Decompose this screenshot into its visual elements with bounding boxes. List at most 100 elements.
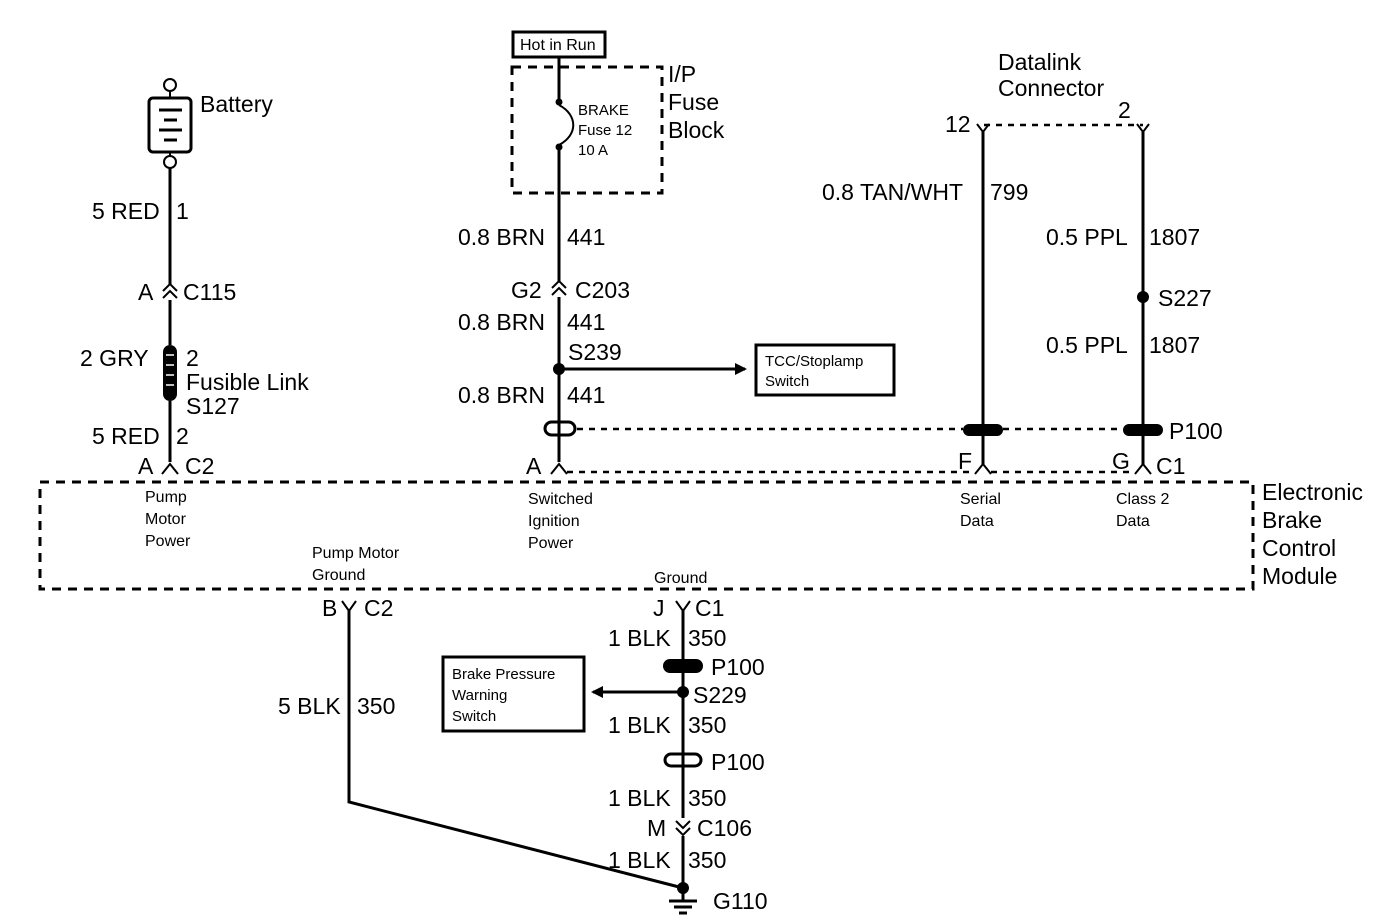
module-connector: C2 <box>185 453 214 479</box>
pin-description: Data <box>1116 513 1150 530</box>
circuit-number: 350 <box>688 712 726 738</box>
battery-label: Battery <box>200 91 273 117</box>
splice-id: S239 <box>568 339 622 365</box>
connector-pin: A <box>138 279 154 305</box>
connector-pin: G2 <box>511 277 542 303</box>
circuit-number: 2 <box>176 423 189 449</box>
datalink-terminal <box>976 123 990 134</box>
pressure-switch-label: Switch <box>452 708 496 725</box>
fuse-symbol <box>558 104 575 146</box>
module-title: Electronic <box>1262 479 1363 505</box>
fuse-text: Fuse 12 <box>578 122 632 139</box>
pin-description: Pump Motor <box>312 545 400 562</box>
datalink-title: Datalink <box>998 49 1082 75</box>
circuit-number: 350 <box>688 625 726 651</box>
pin-description: Ground <box>312 567 365 584</box>
pin-description: Data <box>960 513 994 530</box>
fuse-block-outline <box>510 65 664 195</box>
module-pin: A <box>526 453 542 479</box>
connector-id: C106 <box>697 815 752 841</box>
wire-color-label: 1 BLK <box>608 712 671 738</box>
pressure-switch-label: Brake Pressure <box>452 666 555 683</box>
module-pin: G <box>1112 448 1130 474</box>
module-connector: C1 <box>695 595 724 621</box>
datalink-pin: 12 <box>945 111 971 137</box>
ebcm-module-outline <box>38 480 1255 591</box>
circuit-number: 1807 <box>1149 224 1200 250</box>
pass-through-symbol <box>663 659 703 673</box>
module-pin: A <box>138 453 154 479</box>
wire-color-label: 0.5 PPL <box>1046 332 1128 358</box>
splice-s227-dot <box>1137 291 1149 303</box>
circuit-number: 441 <box>567 309 605 335</box>
module-pin: F <box>958 448 972 474</box>
wire-color-label: 1 BLK <box>608 847 671 873</box>
pin-description: Power <box>145 533 191 550</box>
fuse-block-title: Fuse <box>668 89 719 115</box>
pass-through-id: P100 <box>711 749 765 775</box>
splice-id: S229 <box>693 682 747 708</box>
module-title: Control <box>1262 535 1336 561</box>
connector-c115-symbol <box>162 282 178 299</box>
module-title: Module <box>1262 563 1337 589</box>
ground-symbol-icon <box>669 888 697 915</box>
circuit-number: 441 <box>567 224 605 250</box>
wire-color-label: 5 BLK <box>278 693 341 719</box>
pressure-switch-box <box>441 655 586 733</box>
pin-description: Class 2 <box>1116 491 1169 508</box>
tcc-switch-label: Switch <box>765 373 809 390</box>
connector-a-female <box>550 462 568 475</box>
connector-f-female <box>974 462 992 475</box>
fuse-block-title: I/P <box>668 61 696 87</box>
tcc-switch-box <box>754 343 896 397</box>
wire-color-label: 2 GRY <box>80 345 149 371</box>
splice-id: S227 <box>1158 285 1212 311</box>
pin-description: Motor <box>145 511 187 528</box>
pass-through-symbol <box>963 424 1003 436</box>
fusible-link-label: Fusible Link <box>186 369 309 395</box>
connector-g-female <box>1134 462 1152 475</box>
circuit-number: 441 <box>567 382 605 408</box>
wire-color-label: 1 BLK <box>608 625 671 651</box>
pin-description: Serial <box>960 491 1001 508</box>
pin-description: Ignition <box>528 513 580 530</box>
wire-pump-ground <box>347 611 684 890</box>
pass-through-id: P100 <box>1169 418 1223 444</box>
pass-through-symbol <box>1123 424 1163 436</box>
circuit-number: 350 <box>688 785 726 811</box>
connector-c106-symbol <box>675 820 691 837</box>
splice-id: S127 <box>186 393 240 419</box>
wire-color-label: 5 RED <box>92 198 160 224</box>
circuit-number: 799 <box>990 179 1028 205</box>
pin-description: Power <box>528 535 574 552</box>
pin-description: Switched <box>528 491 593 508</box>
connector-id: C115 <box>183 279 236 305</box>
circuit-number: 1807 <box>1149 332 1200 358</box>
connector-id: C203 <box>575 277 630 303</box>
circuit-number: 1 <box>176 198 189 224</box>
wire-color-label: 0.8 TAN/WHT <box>822 179 963 205</box>
pressure-switch-label: Warning <box>452 687 507 704</box>
ground-id: G110 <box>713 888 768 914</box>
module-title: Brake <box>1262 507 1322 533</box>
wire-color-label: 5 RED <box>92 423 160 449</box>
battery-symbol <box>147 78 193 169</box>
wire-color-label: 0.5 PPL <box>1046 224 1128 250</box>
pin-description: Ground <box>654 570 707 587</box>
fuse-text: 10 A <box>578 142 608 159</box>
module-pin: B <box>322 595 337 621</box>
connector-c203-symbol <box>551 279 567 296</box>
circuit-number: 350 <box>688 847 726 873</box>
connector-c2-female <box>161 462 179 475</box>
wire-color-label: 0.8 BRN <box>458 382 545 408</box>
tcc-switch-label: TCC/Stoplamp <box>765 353 863 370</box>
connector-b-female <box>341 600 357 613</box>
datalink-title: Connector <box>998 75 1104 101</box>
fuse-text: BRAKE <box>578 102 629 119</box>
pin-description: Pump <box>145 489 187 506</box>
module-connector: C1 <box>1156 453 1185 479</box>
wire-color-label: 0.8 BRN <box>458 224 545 250</box>
circuit-number: 2 <box>186 345 199 371</box>
module-connector: C2 <box>364 595 393 621</box>
